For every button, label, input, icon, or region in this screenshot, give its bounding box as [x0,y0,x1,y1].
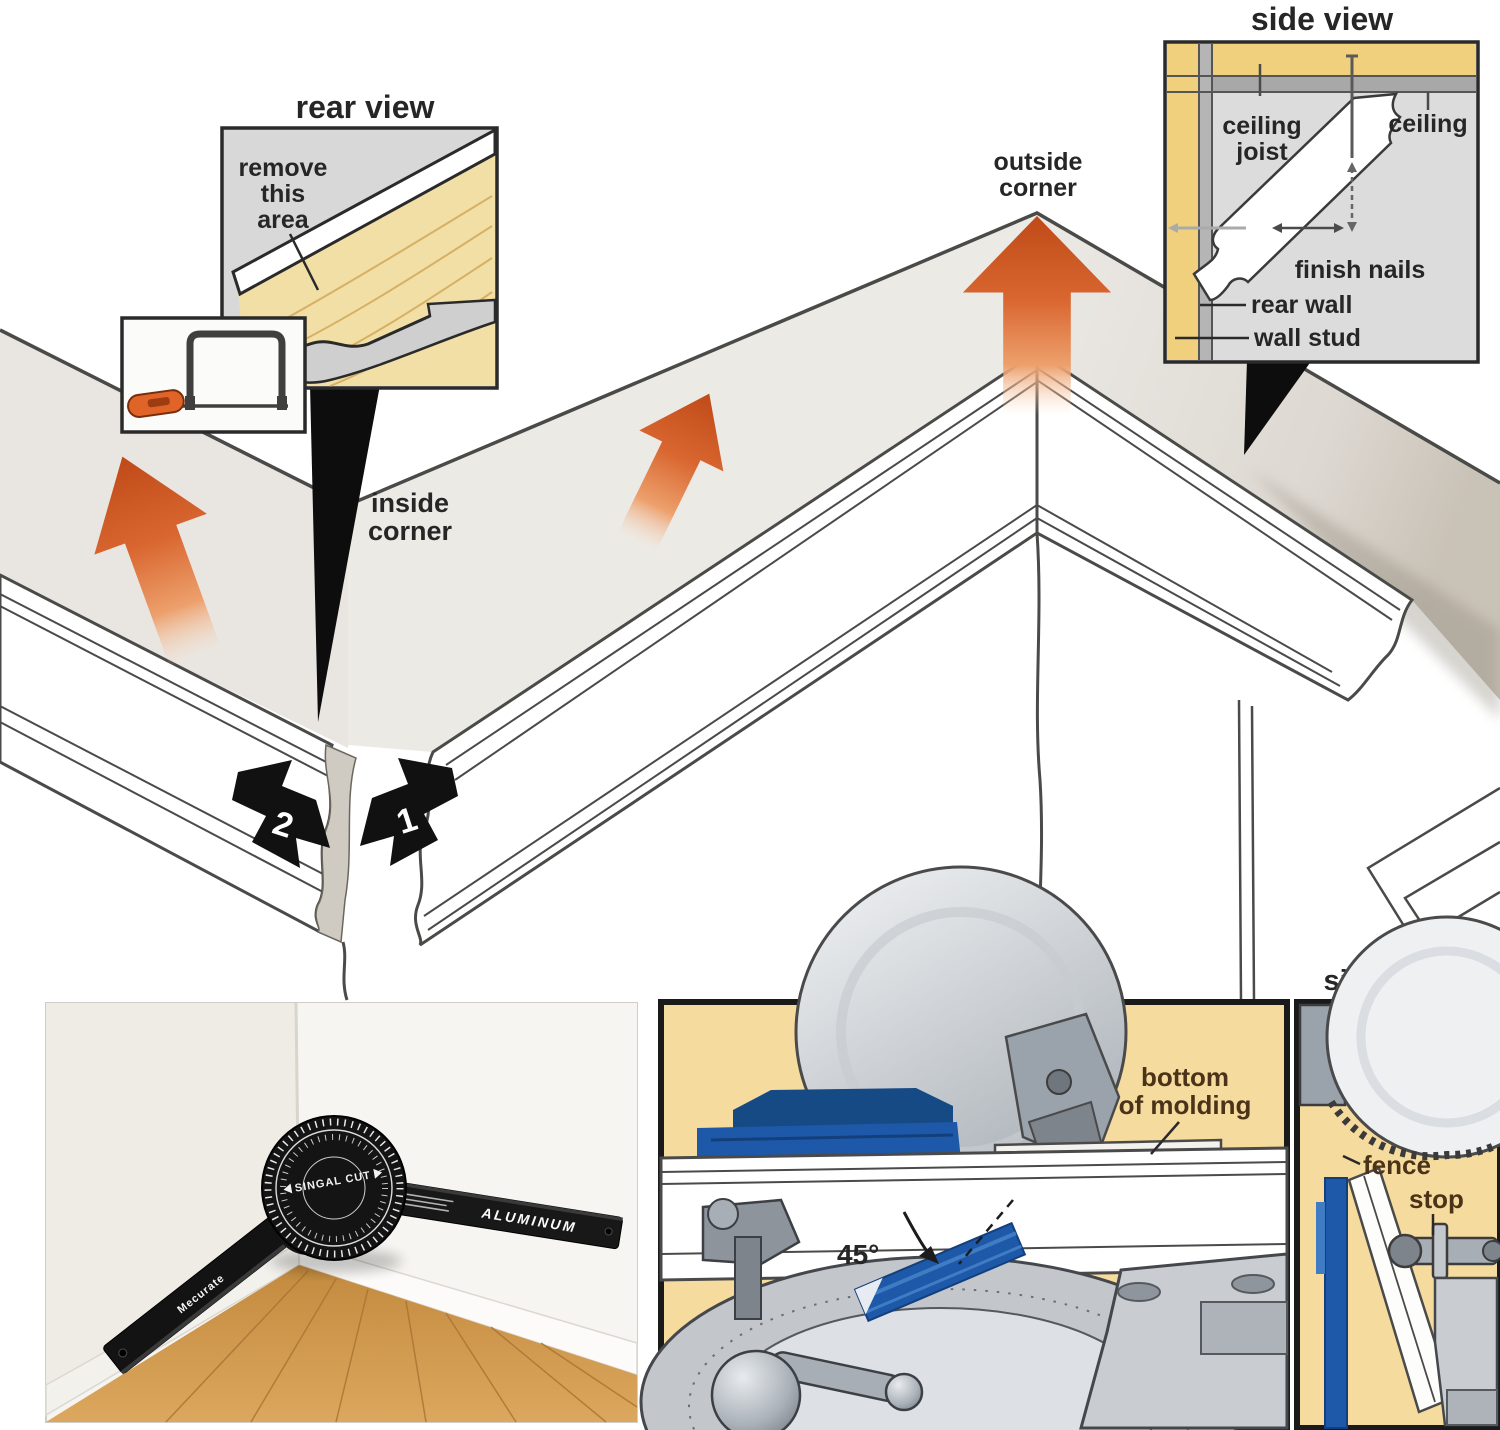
ceiling-joist-label2: joist [1235,138,1288,166]
inside-corner-label2: corner [368,516,453,546]
upward-arrow-icon-left-wall [94,456,222,668]
stop-label: stop [1409,1184,1464,1214]
crown-molding-profile [1192,92,1402,302]
angle-arrowhead-icon [919,1246,939,1264]
dial-pointer-icon [373,1168,383,1179]
saw-base-right [1079,1252,1289,1430]
molding-on-saw [659,1138,1289,1282]
molding-right-piece [1035,349,1415,702]
coped-joint-gap [315,743,357,944]
remove-area-label: remove [239,154,328,182]
side-view-top-title: side view [1251,1,1393,37]
rear-wall-label: rear wall [1251,291,1352,319]
finish-nail-icons [1168,54,1430,233]
protractor-photo-panel: Mecurate ALUMINUM [45,1002,638,1423]
ceiling-label: ceiling [1388,110,1467,138]
rear-view-title: rear view [296,89,435,125]
bottom-of-molding-leader [1150,1121,1180,1155]
main-scene: 2 1 inside corner outside corner [0,148,1500,1001]
remove-area-label2: this [261,180,305,208]
photo-wall-left [46,1003,299,1398]
leaning-molding-line [1363,1175,1436,1403]
clamp-assembly [701,1198,924,1430]
side-view-saw-drawing: fence stop [1298,915,1500,1429]
right-inside-corner-lines [1237,699,1256,1001]
fence-step [1316,1202,1325,1274]
inside-corner-lower-line [341,941,349,1001]
step-arrow-2: 2 [232,760,330,868]
fence-bar [1324,1177,1348,1429]
ceiling-drywall-band [1167,76,1476,92]
wall-front [348,213,1037,752]
ceiling-joist-label: ceiling [1222,112,1301,140]
molding-front-piece [414,349,1039,947]
remove-area-leader [288,233,320,291]
protractor-tool: Mecurate ALUMINUM [103,1115,623,1375]
stop-assembly [1387,1222,1500,1427]
callout-wedge-rear-view [310,385,380,722]
fence-leader [1342,1154,1361,1166]
outside-corner-label2: corner [999,174,1077,202]
wall-stud-label: wall stud [1253,324,1361,352]
coping-saw-inset [120,316,307,434]
upward-arrow-icon-outside-corner [962,216,1112,415]
angle-slot-45 [853,1221,1027,1323]
fence-label: fence [1363,1150,1431,1180]
wood-floor [46,1265,637,1422]
side-saw-teeth [1327,1099,1499,1161]
bottom-of-molding-label: bottom [1141,1062,1229,1092]
finish-nails-label: finish nails [1295,256,1426,284]
protractor-arm-right: ALUMINUM [371,1178,623,1250]
miter-saw-panel: 45° bottom of molding [639,865,1290,1430]
angle-label: 45° [837,1239,879,1270]
side-view-bottom-panel: fence stop [1294,915,1500,1430]
fine-print-lines [394,1191,454,1212]
saw-motor-block [697,1088,961,1160]
outside-corner-label: outside [994,148,1083,176]
coping-saw-icon [127,330,288,418]
protractor-dial: SINGAL CUT [261,1115,407,1261]
step-arrow-1: 1 [360,758,458,866]
side-view-top-inset: side view [1163,1,1480,364]
inside-corner-label: inside [371,488,449,518]
callout-wedge-side-view [1244,360,1312,455]
cut-line-dashed [958,1199,1014,1265]
upward-arrow-icon-front-wall [617,393,724,552]
remove-area-label3: area [257,206,310,234]
floor-plank-lines [165,1270,638,1423]
wall-stud-band [1167,44,1199,360]
miter-saw-drawing: 45° bottom of molding [639,865,1289,1430]
ceiling-joist-band [1167,44,1476,76]
tool-shadow [270,1249,402,1273]
bottom-of-molding-label2: of molding [1119,1090,1252,1120]
dial-pointer-icon-left [283,1183,293,1194]
structure-lines [1167,44,1476,360]
